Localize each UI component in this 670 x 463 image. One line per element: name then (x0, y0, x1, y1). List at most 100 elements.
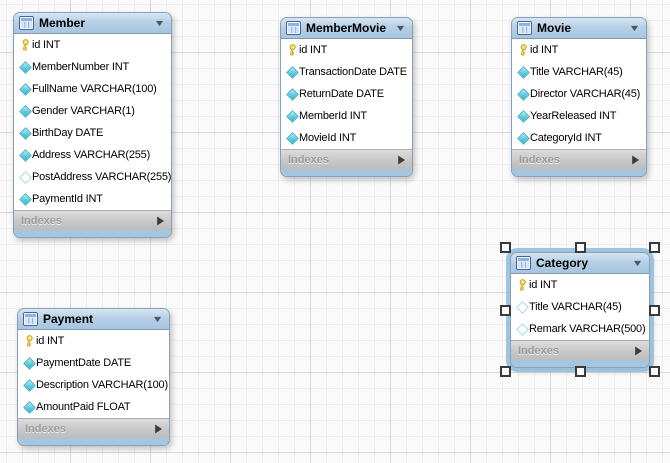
column-row[interactable]: TransactionDate DATE (281, 61, 412, 83)
table-icon (517, 21, 532, 35)
indexes-label: Indexes (25, 422, 66, 435)
column-label: PaymentDate DATE (36, 357, 132, 369)
indexes-label: Indexes (518, 344, 559, 357)
expand-arrow-icon[interactable]: ▶ (155, 421, 162, 435)
table-icon (286, 21, 301, 35)
column-row[interactable]: PostAddress VARCHAR(255) (14, 166, 171, 188)
table-figure-movie[interactable]: Movie ▼ id INT Title VARCHAR(45)Director … (511, 17, 647, 177)
column-row[interactable]: id INT (281, 39, 412, 61)
table-header[interactable]: MemberMovie ▼ (281, 18, 412, 39)
table-bottom-bar (14, 230, 171, 237)
column-label: id INT (530, 44, 559, 56)
column-row[interactable]: FullName VARCHAR(100) (14, 78, 171, 100)
selection-handle-w[interactable] (500, 305, 511, 316)
column-row[interactable]: ReturnDate DATE (281, 83, 412, 105)
column-row[interactable]: MovieId INT (281, 127, 412, 149)
column-diamond-icon (285, 87, 299, 101)
indexes-footer[interactable]: Indexes ▶ (281, 149, 412, 169)
column-row[interactable]: id INT (18, 330, 169, 352)
table-bottom-bar (511, 360, 649, 367)
column-row[interactable]: id INT (512, 39, 646, 61)
column-row[interactable]: AmountPaid FLOAT (18, 396, 169, 418)
table-figure-category[interactable]: Category ▼ id INT Title VARCHAR(45) Remark… (500, 242, 660, 377)
column-label: id INT (32, 39, 61, 51)
column-diamond-icon (516, 65, 530, 79)
expand-arrow-icon[interactable]: ▶ (632, 152, 639, 166)
column-row[interactable]: CategoryId INT (512, 127, 646, 149)
column-row[interactable]: Remark VARCHAR(500) (511, 318, 649, 340)
indexes-footer[interactable]: Indexes ▶ (511, 340, 649, 360)
column-label: Description VARCHAR(100) (36, 379, 168, 391)
column-diamond-icon (22, 400, 36, 414)
column-row[interactable]: Description VARCHAR(100) (18, 374, 169, 396)
column-label: FullName VARCHAR(100) (32, 83, 157, 95)
collapse-arrow-icon[interactable]: ▼ (628, 23, 641, 33)
column-diamond-icon (516, 87, 530, 101)
column-row[interactable]: Title VARCHAR(45) (512, 61, 646, 83)
column-diamond-icon (516, 109, 530, 123)
indexes-label: Indexes (519, 153, 560, 166)
table-figure-member[interactable]: Member ▼ id INT MemberNumber INT FullName … (13, 12, 172, 238)
column-row[interactable]: Director VARCHAR(45) (512, 83, 646, 105)
column-label: TransactionDate DATE (299, 66, 407, 78)
table-figure-membermovie[interactable]: MemberMovie ▼ id INT TransactionDate DATE… (280, 17, 413, 177)
table-header[interactable]: Payment ▼ (18, 309, 169, 330)
column-row[interactable]: Title VARCHAR(45) (511, 296, 649, 318)
columns-list: id INT MemberNumber INT FullName VARCHAR(1… (14, 34, 171, 210)
column-label: AmountPaid FLOAT (36, 401, 131, 413)
selection-handle-nw[interactable] (500, 242, 511, 253)
selection-handle-se[interactable] (649, 366, 660, 377)
expand-arrow-icon[interactable]: ▶ (157, 213, 164, 227)
collapse-arrow-icon[interactable]: ▼ (151, 314, 164, 324)
columns-list: id INT PaymentDate DATE Description VARCHA… (18, 330, 169, 418)
indexes-footer[interactable]: Indexes ▶ (18, 418, 169, 438)
table-header[interactable]: Movie ▼ (512, 18, 646, 39)
column-row[interactable]: MemberNumber INT (14, 56, 171, 78)
selection-handle-ne[interactable] (649, 242, 660, 253)
table-header[interactable]: Category ▼ (511, 253, 649, 274)
table-header[interactable]: Member ▼ (14, 13, 171, 34)
column-row[interactable]: PaymentDate DATE (18, 352, 169, 374)
column-row[interactable]: id INT (511, 274, 649, 296)
columns-list: id INT Title VARCHAR(45) Remark VARCHAR(50… (511, 274, 649, 340)
column-row[interactable]: id INT (14, 34, 171, 56)
indexes-footer[interactable]: Indexes ▶ (512, 149, 646, 169)
selection-handle-s[interactable] (575, 366, 586, 377)
column-label: Title VARCHAR(45) (529, 301, 622, 313)
selection-handle-n[interactable] (575, 242, 586, 253)
column-label: BirthDay DATE (32, 127, 104, 139)
columns-list: id INT Title VARCHAR(45)Director VARCHAR(… (512, 39, 646, 149)
primary-key-icon (515, 279, 529, 291)
selection-handle-sw[interactable] (500, 366, 511, 377)
table-icon (19, 16, 34, 30)
columns-list: id INT TransactionDate DATE ReturnDate DAT… (281, 39, 412, 149)
table-bottom-bar (281, 169, 412, 176)
primary-key-icon (285, 44, 299, 56)
selection-handle-e[interactable] (649, 305, 660, 316)
table-title: Category (536, 256, 589, 270)
indexes-footer[interactable]: Indexes ▶ (14, 210, 171, 230)
column-row[interactable]: Gender VARCHAR(1) (14, 100, 171, 122)
nullable-column-icon (18, 170, 32, 184)
column-diamond-icon (18, 60, 32, 74)
table-icon (516, 256, 531, 270)
collapse-arrow-icon[interactable]: ▼ (394, 23, 407, 33)
expand-arrow-icon[interactable]: ▶ (635, 343, 642, 357)
column-diamond-icon (285, 65, 299, 79)
table-title: Member (39, 16, 86, 30)
column-diamond-icon (18, 192, 32, 206)
indexes-label: Indexes (288, 153, 329, 166)
collapse-arrow-icon[interactable]: ▼ (631, 258, 644, 268)
column-diamond-icon (18, 82, 32, 96)
column-row[interactable]: MemberId INT (281, 105, 412, 127)
column-row[interactable]: BirthDay DATE (14, 122, 171, 144)
table-figure-payment[interactable]: Payment ▼ id INT PaymentDate DATE Descript… (17, 308, 170, 446)
column-row[interactable]: Address VARCHAR(255) (14, 144, 171, 166)
column-label: ReturnDate DATE (299, 88, 384, 100)
expand-arrow-icon[interactable]: ▶ (398, 152, 405, 166)
collapse-arrow-icon[interactable]: ▼ (153, 18, 166, 28)
column-diamond-icon (516, 131, 530, 145)
column-row[interactable]: PaymentId INT (14, 188, 171, 210)
column-row[interactable]: YearReleased INT (512, 105, 646, 127)
